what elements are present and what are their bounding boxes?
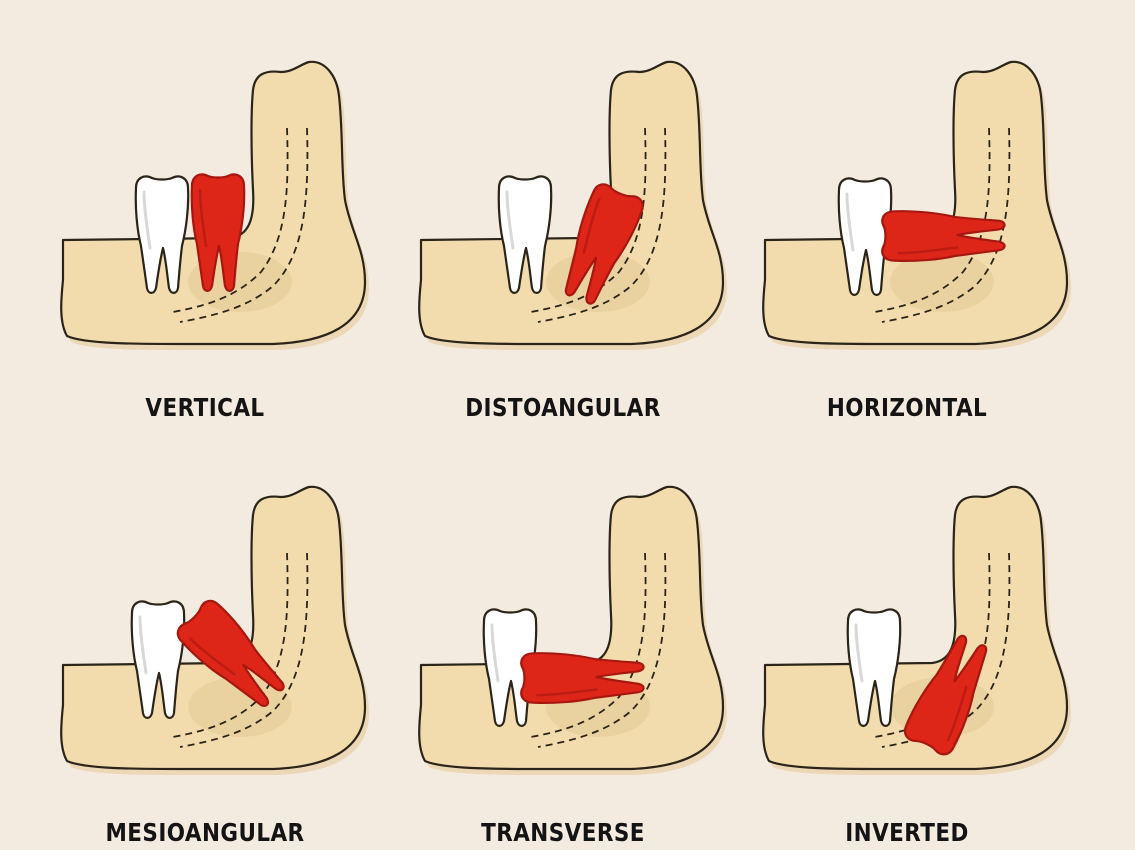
impacted-molar-shade <box>536 688 598 697</box>
impacted-molar-shape <box>881 210 1006 262</box>
panel-transverse: TRANSVERSE <box>383 425 743 850</box>
panel-inverted: INVERTED <box>727 425 1087 850</box>
jaw-diagram-horizontal <box>762 60 1071 350</box>
impacted-molar <box>520 652 645 704</box>
jaw-diagram-inverted <box>762 485 1071 775</box>
healthy-molar <box>134 175 190 294</box>
healthy-molar-highlight <box>505 190 515 250</box>
impacted-molar <box>190 173 246 292</box>
jaw-diagram-transverse <box>418 485 727 775</box>
nerve-canal-lower <box>179 127 309 323</box>
healthy-molar-highlight <box>138 615 148 675</box>
impacted-molar-shape <box>903 634 988 756</box>
impacted-molar <box>903 634 988 756</box>
panel-mesioangular: MESIOANGULAR <box>25 425 385 850</box>
impacted-molar-shape <box>564 183 644 305</box>
impacted-molar-shape <box>190 173 246 292</box>
impacted-molar-shape <box>520 652 645 704</box>
healthy-molar-shape <box>134 175 190 294</box>
panel-horizontal: HORIZONTAL <box>727 0 1087 425</box>
healthy-molar <box>497 175 553 294</box>
label-horizontal: HORIZONTAL <box>826 393 988 422</box>
healthy-molar-highlight <box>854 623 864 683</box>
label-distoangular: DISTOANGULAR <box>465 393 661 422</box>
jaw-diagram-vertical <box>60 60 369 350</box>
label-inverted: INVERTED <box>845 818 969 847</box>
healthy-molar-highlight <box>845 192 855 252</box>
impacted-molar <box>881 210 1006 262</box>
healthy-molar <box>837 177 893 296</box>
nerve-canal-lower <box>537 127 667 323</box>
socket-shade <box>188 677 292 737</box>
impacted-molar-shade <box>897 246 959 255</box>
label-transverse: TRANSVERSE <box>481 818 645 847</box>
jaw-diagram-distoangular <box>418 60 727 350</box>
nerve-canal-lower <box>881 127 1011 323</box>
nerve-canal-upper <box>874 127 991 313</box>
nerve-canal-upper <box>530 552 647 738</box>
nerve-canal-upper <box>530 127 647 313</box>
healthy-molar-highlight <box>142 190 152 250</box>
impacted-molar-shape <box>176 599 285 708</box>
nerve-canal-upper <box>172 127 289 313</box>
socket-shade <box>890 252 994 312</box>
healthy-molar-shape <box>497 175 553 294</box>
healthy-molar-highlight <box>490 623 500 683</box>
panel-distoangular: DISTOANGULAR <box>383 0 743 425</box>
nerve-canal-lower <box>537 552 667 748</box>
impacted-molar-shade <box>198 188 208 248</box>
impacted-molar <box>564 183 644 305</box>
impacted-molar-shade <box>582 197 601 255</box>
label-mesioangular: MESIOANGULAR <box>105 818 305 847</box>
impacted-molar <box>176 599 285 708</box>
impacted-molar-shade <box>946 685 968 742</box>
jaw-diagram-mesioangular <box>60 485 369 775</box>
panel-vertical: VERTICAL <box>25 0 385 425</box>
healthy-molar-shape <box>130 600 186 719</box>
healthy-molar-shape <box>846 608 902 727</box>
healthy-molar-shape <box>837 177 893 296</box>
healthy-molar <box>130 600 186 719</box>
nerve-canal-lower <box>179 552 309 748</box>
impacted-molar-shade <box>189 637 236 676</box>
healthy-molar <box>846 608 902 727</box>
label-vertical: VERTICAL <box>145 393 265 422</box>
